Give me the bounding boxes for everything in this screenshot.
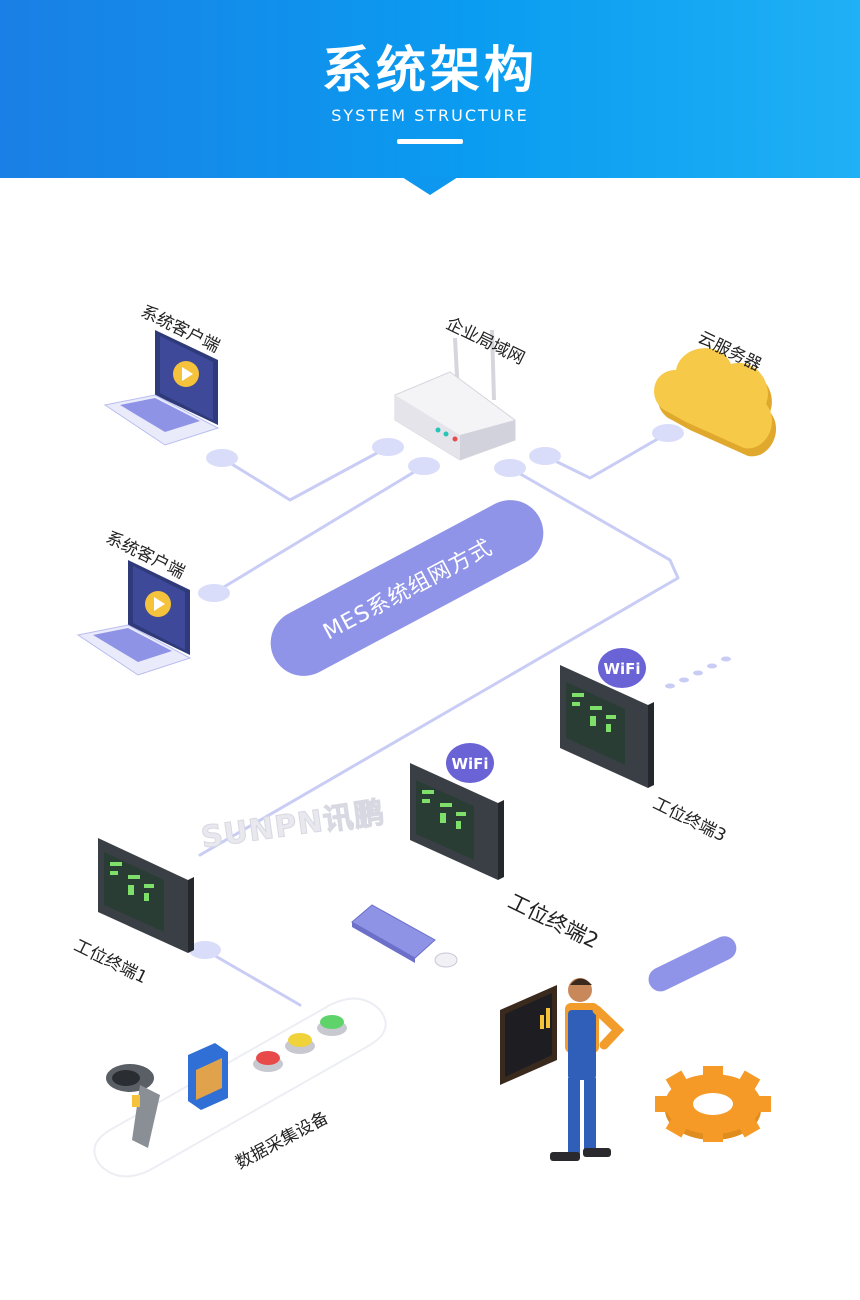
gear-icon xyxy=(655,1066,771,1142)
router-icon xyxy=(394,329,516,461)
connection-lines xyxy=(198,431,680,1007)
terminal-icon xyxy=(560,665,654,788)
wifi-badge-icon: WiFi xyxy=(598,648,646,688)
title-underline xyxy=(397,139,463,144)
terminal-icon xyxy=(98,838,194,953)
barcode-scanner-icon xyxy=(106,1064,160,1148)
decor-pill xyxy=(648,936,737,992)
page-subtitle: SYSTEM STRUCTURE xyxy=(331,106,529,125)
signal-dots xyxy=(665,656,731,689)
junction-nodes xyxy=(189,424,684,959)
mouse-icon xyxy=(434,952,458,968)
wifi-badge-icon: WiFi xyxy=(446,743,494,783)
sensor-device-icon xyxy=(188,1043,228,1110)
keyboard-icon xyxy=(351,904,436,963)
laptop-icon xyxy=(76,560,192,676)
link-client1-lan xyxy=(220,445,390,502)
signal-buttons xyxy=(253,1015,347,1072)
wifi-text: WiFi xyxy=(603,660,640,678)
terminal-icon xyxy=(410,763,504,880)
page-title: 系统架构 xyxy=(322,41,538,99)
link-cloud-lan xyxy=(543,431,670,480)
worker-figure xyxy=(500,978,625,1161)
cloud-icon xyxy=(654,348,777,457)
wifi-text: WiFi xyxy=(451,755,488,773)
link-lan-terminal1 xyxy=(198,466,680,857)
header-banner xyxy=(0,0,860,178)
link-terminal1-devices xyxy=(203,948,302,1007)
link-client2-lan xyxy=(212,464,426,595)
laptop-icon xyxy=(103,330,220,446)
header-notch xyxy=(402,177,458,195)
